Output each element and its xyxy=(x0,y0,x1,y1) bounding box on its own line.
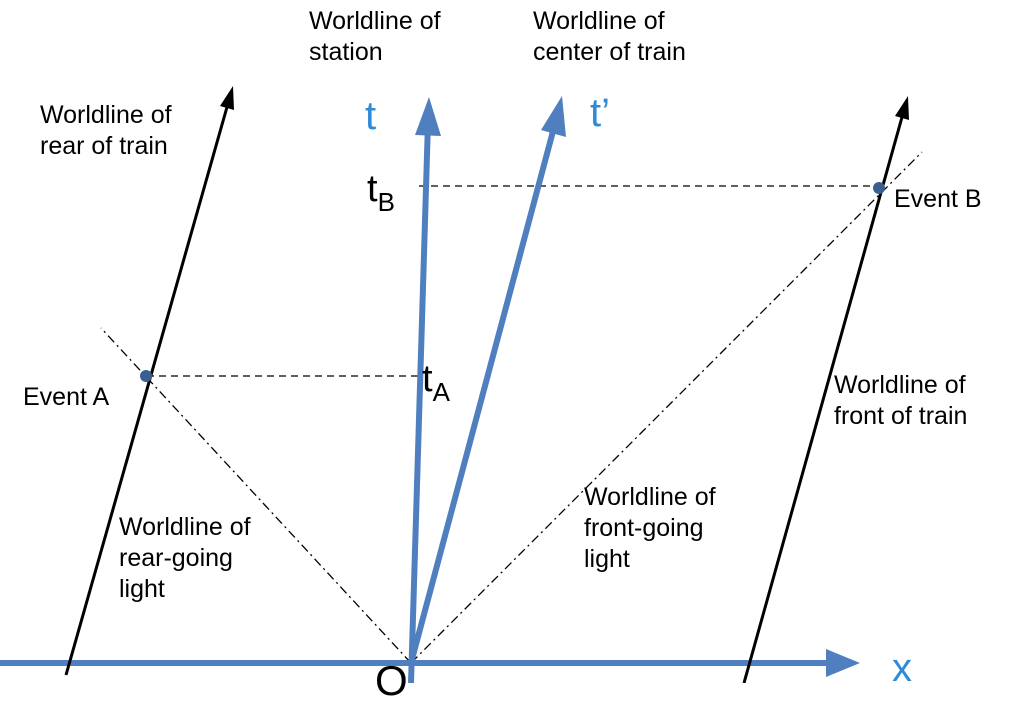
rear-going-light-label: Worldline of rear-going light xyxy=(119,513,251,603)
rear-of-train-arrowhead xyxy=(220,86,234,110)
t-b-tick-main: t xyxy=(367,168,378,210)
center-of-train-worldline-label: Worldline of center of train xyxy=(533,7,686,66)
t-axis-arrowhead xyxy=(415,97,441,136)
rear-of-train-worldline-label: Worldline of rear of train xyxy=(40,101,172,160)
t-b-tick-label: tB xyxy=(367,168,395,217)
spacetime-diagram xyxy=(0,86,923,683)
event-a-dot xyxy=(140,370,152,382)
t-axis-label: t xyxy=(365,94,377,138)
rear-going-light-line xyxy=(100,327,412,664)
event-b-dot xyxy=(873,182,885,194)
t-a-tick-subscript: A xyxy=(432,377,450,407)
t-a-tick-label: tA xyxy=(422,358,450,407)
origin-label: O xyxy=(375,657,408,704)
front-going-light-label: Worldline of front-going light xyxy=(584,483,716,573)
station-worldline-label: Worldline of station xyxy=(309,7,441,66)
x-axis-label: x xyxy=(892,646,912,690)
x-axis-arrowhead xyxy=(826,649,860,677)
t-axis xyxy=(408,121,431,683)
rear-of-train-line xyxy=(64,99,231,676)
front-of-train-worldline-label: Worldline of front of train xyxy=(834,371,968,430)
t-a-tick-main: t xyxy=(422,358,433,400)
t-prime-axis xyxy=(408,119,559,664)
front-going-light-line xyxy=(410,151,923,664)
t-b-tick-subscript: B xyxy=(377,187,395,217)
event-b-label: Event B xyxy=(894,185,982,213)
event-a-label: Event A xyxy=(23,383,110,411)
front-of-train-arrowhead xyxy=(895,96,909,120)
front-of-train-line xyxy=(742,109,906,683)
t-prime-axis-arrowhead xyxy=(541,96,566,137)
t-prime-axis-label: t’ xyxy=(590,91,610,135)
